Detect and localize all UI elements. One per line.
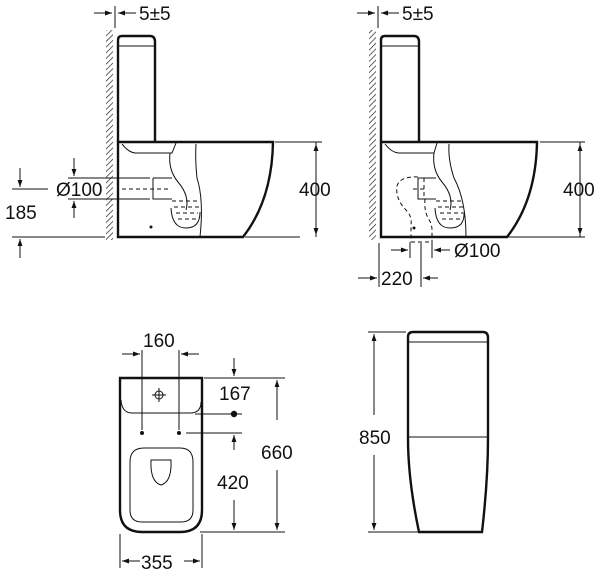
width-label: 355 bbox=[141, 553, 173, 574]
seat-outline bbox=[129, 447, 194, 523]
front-outline bbox=[406, 330, 490, 534]
fixing-to-front-label: 420 bbox=[217, 473, 249, 494]
wall-gap-dimension bbox=[357, 6, 399, 28]
outlet-height-label: 185 bbox=[5, 203, 37, 224]
wall-gap-label: 5±5 bbox=[139, 4, 171, 25]
cistern-outline bbox=[116, 34, 157, 142]
outlet-diameter-label: Ø100 bbox=[454, 241, 500, 262]
pan-outline-top bbox=[118, 376, 204, 534]
wall-hatch bbox=[369, 30, 376, 240]
top-view: 160 167 420 660 355 bbox=[118, 331, 293, 574]
seat-height-label: 400 bbox=[299, 180, 331, 201]
side-view-horizontal-outlet: 5±5 Ø100 185 400 bbox=[5, 4, 331, 258]
wall-hatch bbox=[106, 30, 113, 240]
seat-height-label: 400 bbox=[563, 180, 595, 201]
tank-to-fixing-label: 167 bbox=[219, 384, 251, 405]
cistern-outline bbox=[379, 34, 421, 142]
front-view: 850 bbox=[359, 330, 490, 534]
wall-gap-dimension bbox=[94, 6, 136, 28]
total-depth-label: 660 bbox=[261, 443, 293, 464]
fixing-spacing-label: 160 bbox=[143, 331, 175, 352]
outlet-distance-label: 220 bbox=[381, 269, 413, 290]
bowl-outline bbox=[116, 140, 275, 239]
outlet-diameter-label: Ø100 bbox=[56, 180, 102, 201]
bowl-outline bbox=[379, 140, 539, 239]
total-height-label: 850 bbox=[359, 428, 391, 449]
wall-gap-label: 5±5 bbox=[402, 4, 434, 25]
side-view-floor-outlet: 5±5 400 Ø100 220 bbox=[357, 4, 595, 290]
